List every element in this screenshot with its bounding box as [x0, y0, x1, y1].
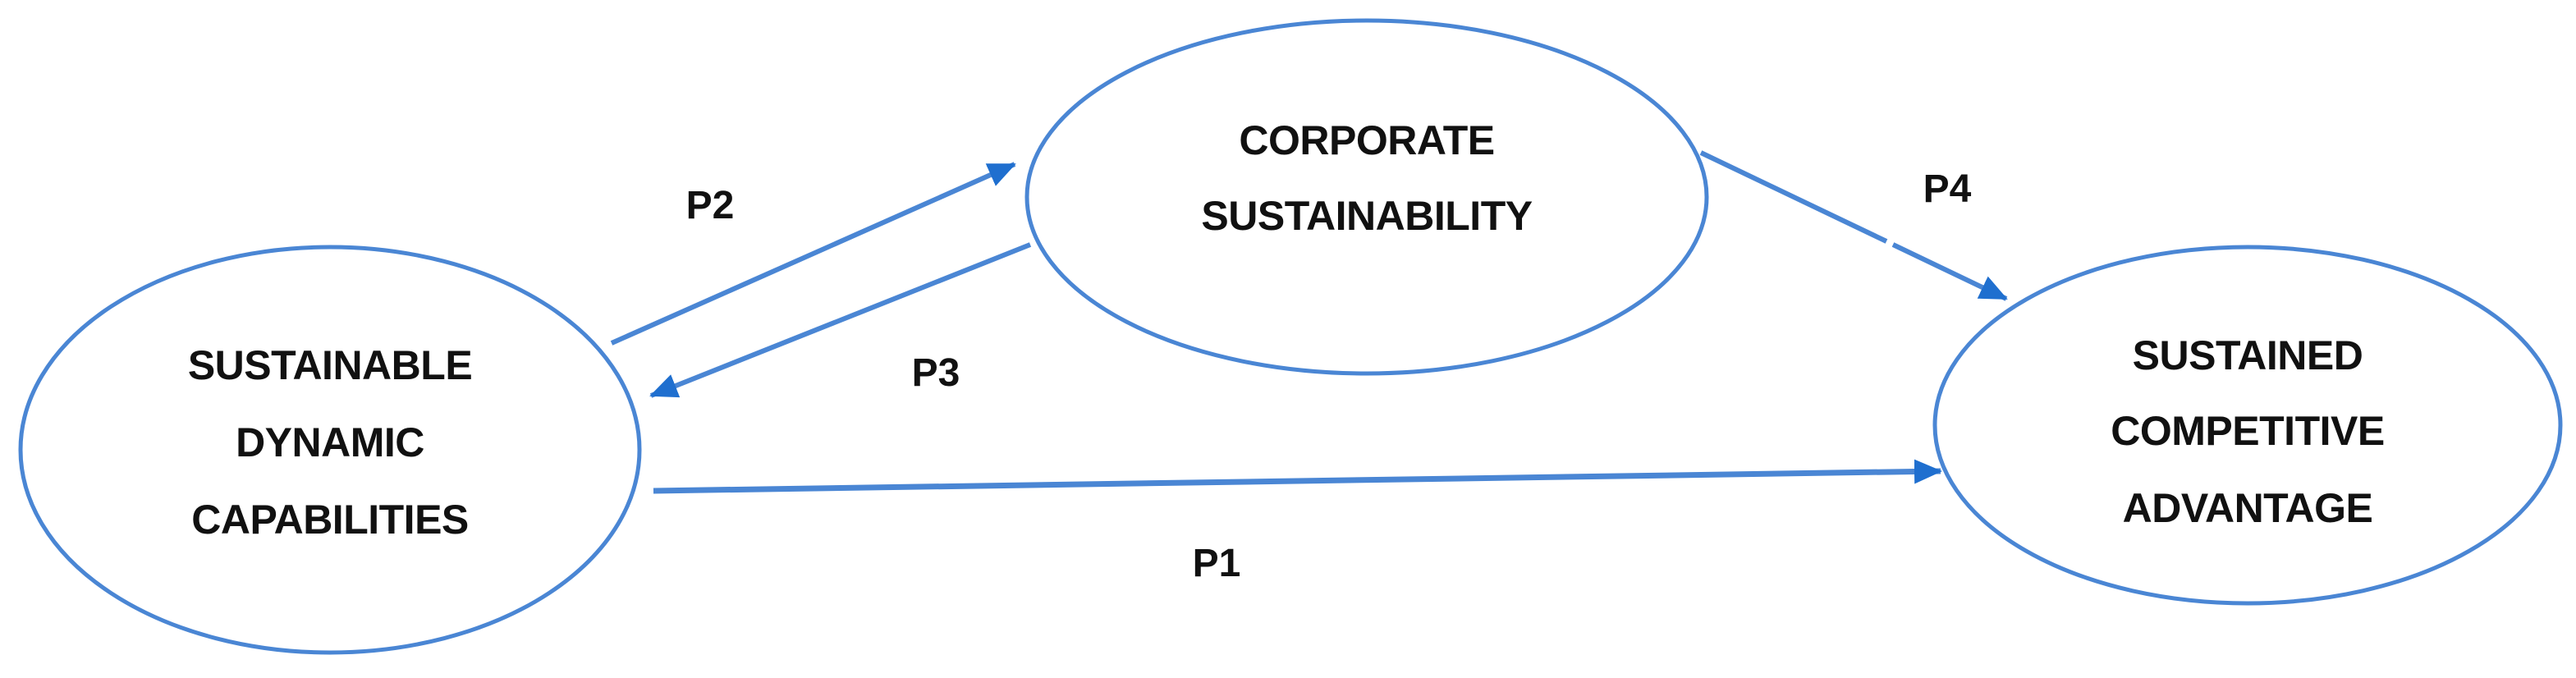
node-label-line: SUSTAINABLE [188, 342, 472, 388]
node-label-line: ADVANTAGE [2123, 485, 2373, 531]
arrow-p3 [649, 242, 1032, 398]
node-ellipse [1932, 245, 2563, 606]
edge-label-p4: P4 [1923, 167, 1972, 211]
arrow-p4-segment-1 [1699, 150, 1888, 244]
node-label-line: COMPETITIVE [2111, 408, 2384, 454]
node-label-line: CAPABILITIES [191, 497, 469, 543]
edge-label-p3: P3 [912, 351, 960, 395]
node-ellipse [1024, 18, 1709, 376]
edge-p2: P2 [610, 162, 1016, 346]
node-label-line: SUSTAINED [2133, 332, 2363, 378]
node-label-line: CORPORATE [1239, 117, 1494, 163]
node-sustainable-dynamic-capabilities: SUSTAINABLE DYNAMIC CAPABILITIES [18, 245, 642, 655]
edge-p3: P3 [649, 242, 1032, 398]
edge-label-p2: P2 [686, 184, 735, 227]
node-label-line: DYNAMIC [236, 419, 424, 465]
edge-p4: P4 [1699, 150, 2008, 301]
edge-label-p1: P1 [1193, 542, 1241, 585]
arrow-p2 [610, 162, 1016, 346]
node-sustained-competitive-advantage: SUSTAINED COMPETITIVE ADVANTAGE [1932, 245, 2563, 606]
node-corporate-sustainability: CORPORATE SUSTAINABILITY [1024, 18, 1709, 376]
node-label-line: SUSTAINABILITY [1201, 193, 1532, 239]
node-ellipse [18, 245, 642, 655]
arrow-p4-segment-2 [1891, 242, 2008, 301]
arrow-p1 [653, 459, 1942, 494]
edge-p1: P1 [653, 459, 1942, 585]
